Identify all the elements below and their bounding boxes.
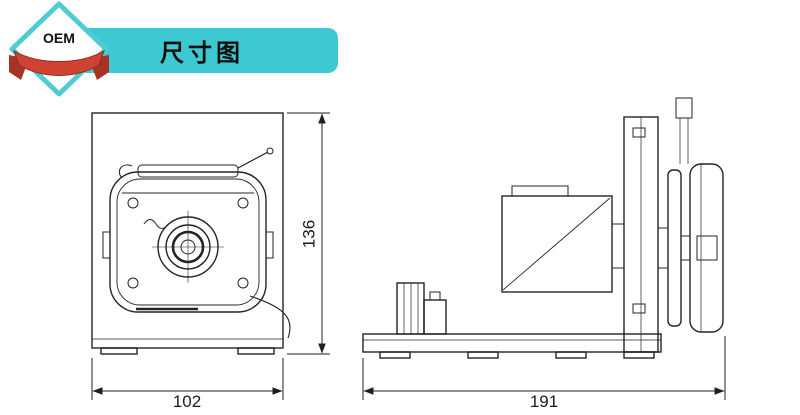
- front-height-label: 136: [299, 220, 318, 248]
- pump-head-side: [657, 97, 724, 333]
- pump-head-front: [102, 147, 291, 339]
- base-plate: [362, 333, 662, 359]
- front-width-label: 102: [173, 392, 201, 411]
- tube-clamp-bracket: [396, 282, 447, 335]
- pump-body-front: [91, 112, 284, 355]
- section-title-bar: 尺寸图: [66, 28, 338, 73]
- ribbon-icon: [9, 49, 109, 80]
- dimension-lines: [91, 112, 726, 400]
- section-title: 尺寸图: [160, 40, 244, 67]
- front-view: [91, 112, 291, 355]
- side-depth-label: 191: [530, 392, 558, 411]
- oem-badge: OEM: [6, 0, 112, 104]
- badge-diamond: [9, 1, 109, 97]
- side-view: [362, 97, 724, 359]
- motor-side: [501, 185, 625, 293]
- mounting-plate: [623, 116, 659, 353]
- badge-label: OEM: [43, 30, 75, 46]
